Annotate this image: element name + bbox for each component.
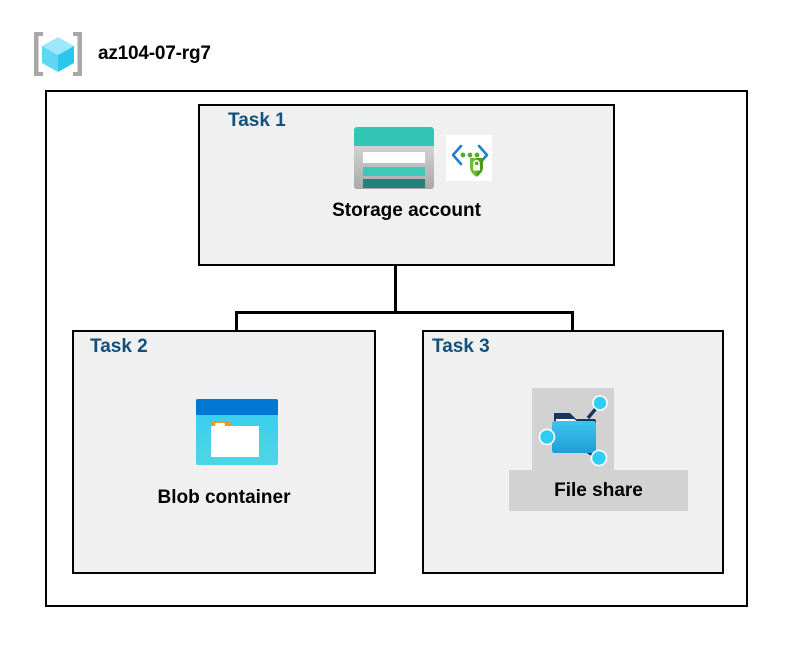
task-1-label: Task 1	[228, 110, 286, 131]
resource-group-title: az104-07-rg7	[98, 43, 211, 64]
resource-group-header: az104-07-rg7	[30, 28, 211, 80]
security-shield-icon	[446, 135, 492, 181]
storage-account-icon	[354, 127, 434, 189]
task-3-label: Task 3	[432, 336, 490, 357]
blob-container-label: Blob container	[157, 487, 291, 508]
storage-account-label: Storage account	[332, 200, 481, 221]
file-share-label: File share	[509, 470, 688, 511]
resource-group-cube-icon	[34, 32, 82, 76]
blob-container-icon	[196, 399, 278, 465]
connector-horizontal-bus	[235, 311, 574, 314]
file-share-icon	[538, 395, 608, 467]
task-2-label: Task 2	[90, 336, 148, 357]
